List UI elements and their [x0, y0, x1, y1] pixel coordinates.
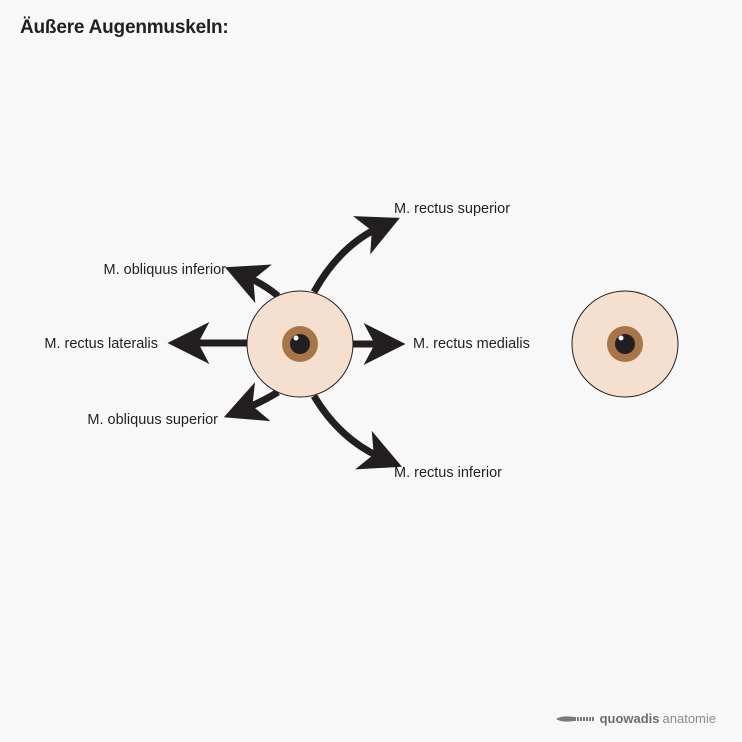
label-obliquus-superior: M. obliquus superior — [87, 412, 218, 428]
arrow-obliquus-superior — [223, 382, 280, 422]
eye-left — [246, 290, 354, 398]
pupil — [615, 334, 635, 354]
label-obliquus-inferior: M. obliquus inferior — [103, 262, 227, 278]
arrow-rectus-inferior — [310, 394, 402, 470]
arrow-rectus-superior — [310, 216, 400, 294]
diagram-title: Äußere Augenmuskeln: — [20, 17, 229, 38]
brand-logo: quowadis anatomie — [555, 711, 716, 726]
label-rectus-superior: M. rectus superior — [394, 201, 511, 217]
pupil-highlight — [618, 335, 624, 341]
scalpel-icon — [555, 715, 594, 722]
label-rectus-medialis: M. rectus medialis — [413, 336, 530, 352]
label-rectus-lateralis: M. rectus lateralis — [44, 336, 158, 352]
pupil — [290, 334, 310, 354]
label-rectus-inferior: M. rectus inferior — [394, 465, 502, 481]
pupil-highlight — [293, 335, 299, 341]
arrow-obliquus-inferior — [224, 264, 281, 304]
brand-suffix: anatomie — [662, 711, 716, 726]
brand-name: quowadis — [599, 711, 660, 726]
eye-right — [571, 290, 679, 398]
